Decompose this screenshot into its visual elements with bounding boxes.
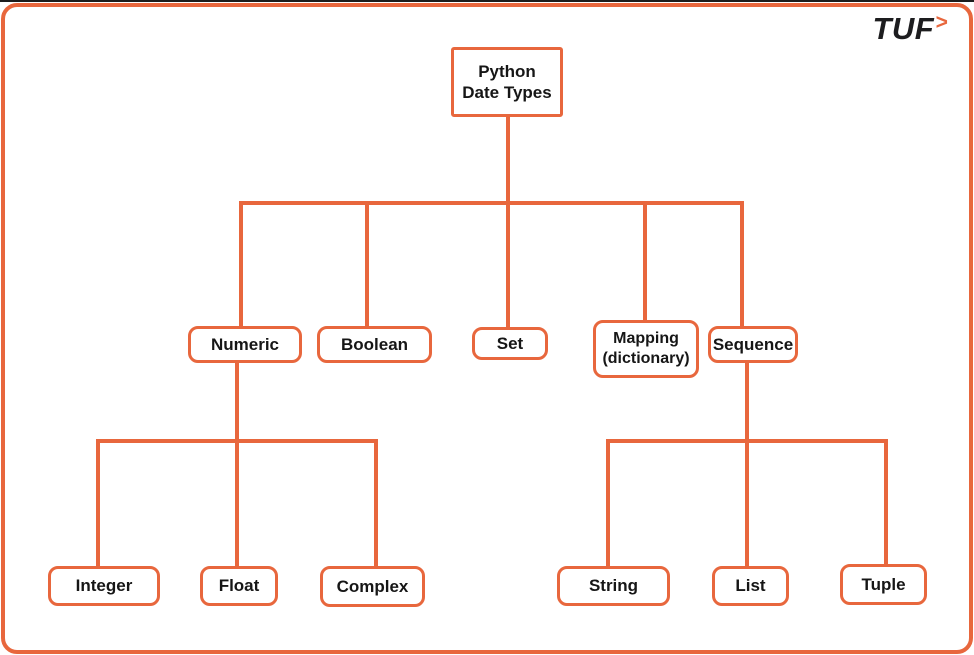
- connector-numeric-to-float: [235, 360, 239, 568]
- connector-level1-horizontal: [239, 201, 744, 205]
- node-label-line: (dictionary): [602, 350, 690, 367]
- connector-drop-tuple: [884, 439, 888, 568]
- node-label-line: Date Types: [462, 83, 552, 102]
- node-label: Complex: [336, 576, 409, 596]
- tuf-logo-text: TUF: [872, 11, 935, 46]
- connector-sequence-children-horizontal: [606, 439, 888, 443]
- connector-drop-integer: [96, 439, 100, 568]
- node-label: Float: [218, 576, 260, 596]
- tuf-logo: TUF >: [872, 11, 948, 46]
- connector-drop-sequence: [740, 201, 744, 329]
- node-label: String: [588, 576, 639, 596]
- node-tuple: Tuple: [840, 564, 927, 605]
- node-set: Set: [472, 327, 548, 360]
- node-boolean: Boolean: [317, 326, 432, 363]
- connector-drop-boolean: [365, 201, 369, 328]
- connector-drop-mapping: [643, 201, 647, 322]
- connector-drop-complex: [374, 439, 378, 568]
- node-numeric: Numeric: [188, 326, 302, 363]
- outer-frame-border: [1, 3, 973, 654]
- node-label: List: [735, 576, 766, 596]
- node-label: Numeric: [210, 334, 280, 354]
- tuf-logo-chevron-icon: >: [935, 11, 948, 34]
- node-sequence: Sequence: [708, 326, 798, 363]
- node-label-line: Mapping: [613, 330, 679, 347]
- connector-drop-numeric: [239, 201, 243, 328]
- connector-drop-string: [606, 439, 610, 568]
- node-label: Sequence: [712, 334, 794, 354]
- node-label: Integer: [75, 576, 133, 596]
- connector-numeric-children-horizontal: [96, 439, 378, 443]
- node-complex: Complex: [320, 566, 425, 607]
- node-label-line: Python: [478, 61, 536, 81]
- node-float: Float: [200, 566, 278, 606]
- node-label: Tuple: [861, 574, 906, 594]
- node-integer: Integer: [48, 566, 160, 606]
- node-label: Set: [496, 333, 524, 353]
- node-label: Boolean: [340, 334, 409, 354]
- node-list: List: [712, 566, 789, 606]
- connector-root-to-set: [506, 115, 510, 329]
- node-string: String: [557, 566, 670, 606]
- node-mapping-dictionary: Mapping (dictionary): [593, 320, 699, 378]
- connector-sequence-to-list: [745, 360, 749, 568]
- top-edge-line: [0, 0, 974, 2]
- node-python-date-types: Python Date Types: [451, 47, 563, 117]
